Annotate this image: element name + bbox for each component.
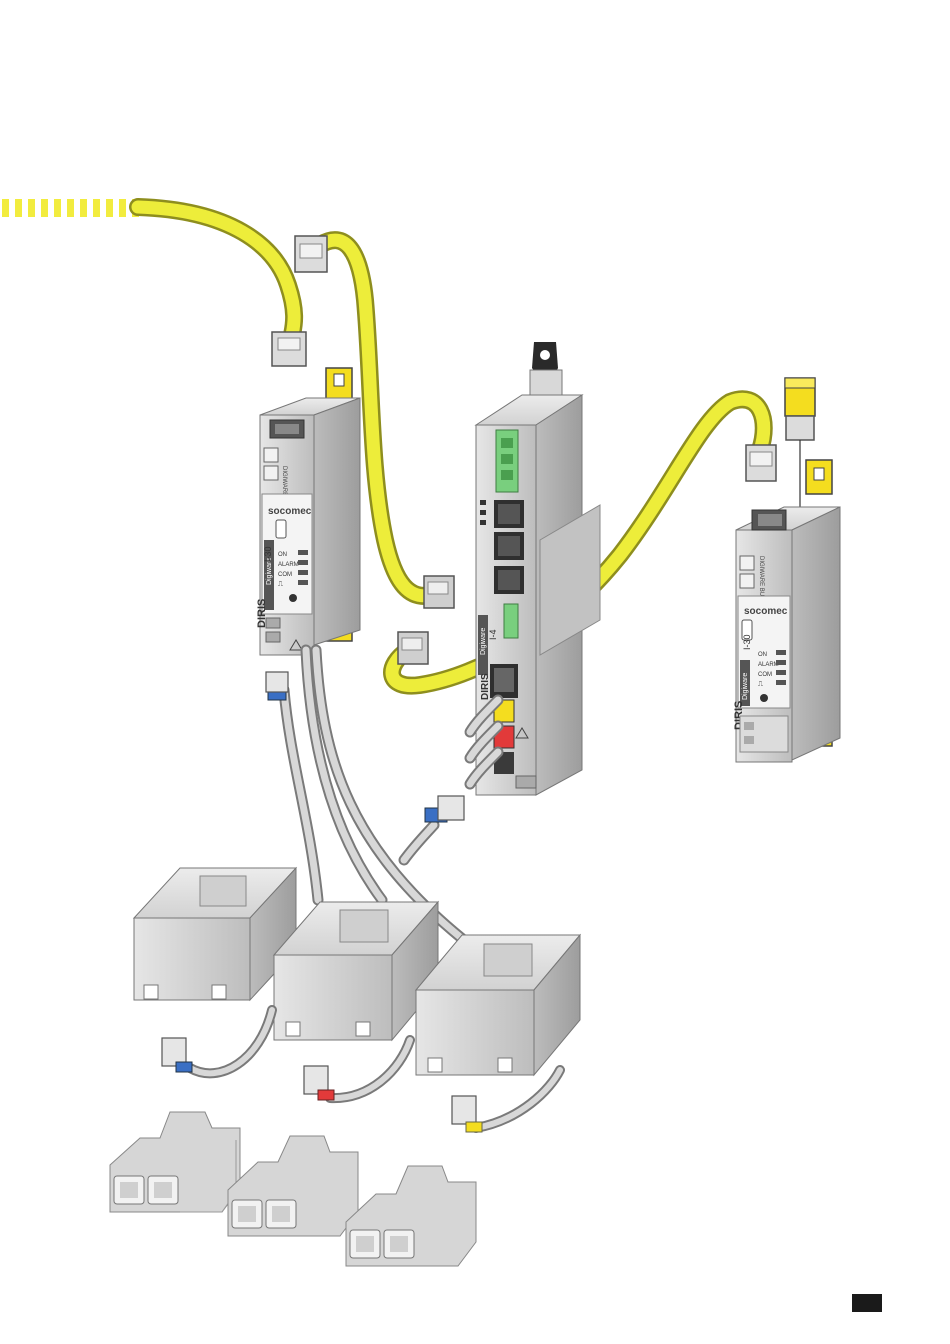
right-module-i30: DIGIWARE BUS socomec Digiware I-30 DIRIS… xyxy=(733,460,840,762)
center-model-label: I-4 xyxy=(488,629,498,640)
yellow-bus-cable-incoming xyxy=(138,207,294,335)
right-led-com: COM xyxy=(758,672,772,678)
loose-blue-connector xyxy=(404,796,464,860)
left-blue-connector xyxy=(266,672,288,700)
cable-fade-dashes xyxy=(2,199,139,217)
sensor-box-3 xyxy=(416,935,580,1075)
right-sub-label: Digiware xyxy=(742,673,749,700)
right-led-alarm: ALARM xyxy=(758,662,779,668)
left-led-on: ON xyxy=(278,552,287,558)
rj45-plug-link-center xyxy=(424,576,454,608)
left-module-i30: DIGIWARE BUS socomec Digiware DIRIS I-30… xyxy=(256,368,360,655)
sensor-connector-red xyxy=(304,1066,334,1100)
center-sub-label: Digiware xyxy=(480,628,487,655)
sensor-box-1 xyxy=(134,868,296,1000)
sensor-connector-blue xyxy=(162,1038,192,1072)
left-led-alarm: ALARM xyxy=(278,562,299,568)
left-brand-label: socomec xyxy=(268,506,312,517)
split-core-sensor-2 xyxy=(228,1136,358,1236)
split-core-sensor-1 xyxy=(110,1112,240,1212)
rj45-plug-link-center-2 xyxy=(398,632,428,664)
right-led-on: ON xyxy=(758,652,767,658)
rj45-plug-link-top xyxy=(295,236,327,272)
rj45-plug-incoming xyxy=(272,332,306,366)
rj45-plug-right xyxy=(746,445,776,481)
sensor-box-2 xyxy=(274,902,438,1040)
right-model-label: I-30 xyxy=(742,634,752,650)
page-marker xyxy=(852,1294,882,1312)
right-led-pulse: ⎍ xyxy=(758,681,763,688)
center-series-label: DIRIS xyxy=(480,673,491,700)
left-led-pulse: ⎍ xyxy=(278,581,283,588)
right-brand-label: socomec xyxy=(744,606,788,617)
left-model-label: I-30 xyxy=(263,546,273,562)
split-core-sensor-3 xyxy=(346,1166,476,1266)
left-led-com: COM xyxy=(278,572,292,578)
right-bus-label: DIGIWARE BUS xyxy=(758,556,764,600)
sensor-connector-yellow xyxy=(452,1096,482,1132)
